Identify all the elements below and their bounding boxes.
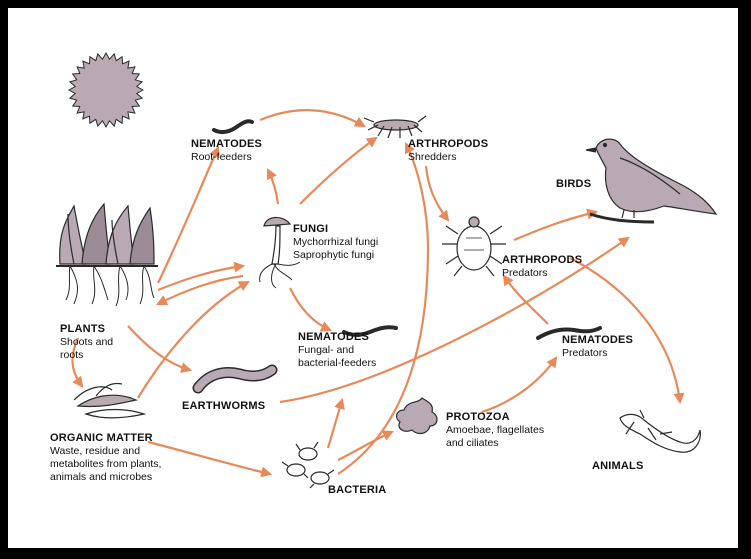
label-title: FUNGI bbox=[293, 223, 378, 236]
arthropod-shredder-icon bbox=[364, 116, 426, 138]
label-subtitle: metabolites from plants, bbox=[50, 458, 161, 471]
label-subtitle: Predators bbox=[562, 347, 633, 360]
label-bacteria: BACTERIA bbox=[328, 484, 386, 497]
label-title: ORGANIC MATTER bbox=[50, 432, 161, 445]
label-title: NEMATODES bbox=[562, 334, 633, 347]
arrow-fungi-to-plants bbox=[158, 276, 243, 304]
arrow-arthropods-shredders-to-arthropods-predators bbox=[426, 166, 448, 220]
label-subtitle: Predators bbox=[502, 267, 582, 280]
sun-icon bbox=[69, 53, 143, 127]
label-birds: BIRDS bbox=[556, 178, 591, 191]
plant-icon bbox=[56, 204, 158, 306]
label-title: NEMATODES bbox=[191, 138, 262, 151]
label-title: BIRDS bbox=[556, 178, 591, 191]
amoeba-icon bbox=[397, 398, 438, 433]
label-animals: ANIMALS bbox=[592, 460, 644, 473]
label-title: NEMATODES bbox=[298, 331, 376, 344]
arrow-fungi-to-nematodes-fungal bbox=[290, 288, 330, 330]
label-title: PROTOZOA bbox=[446, 411, 544, 424]
label-subtitle: animals and microbes bbox=[50, 471, 161, 484]
arrow-plants-to-earthworms bbox=[128, 326, 190, 370]
label-title: ARTHROPODS bbox=[408, 138, 488, 151]
label-subtitle: roots bbox=[60, 349, 113, 362]
label-subtitle: and ciliates bbox=[446, 437, 544, 450]
nematode-root-feeder-icon bbox=[214, 121, 252, 132]
arrow-fungi-to-arthropods-shredders bbox=[300, 138, 376, 204]
label-subtitle: Waste, residue and bbox=[50, 445, 161, 458]
label-title: ARTHROPODS bbox=[502, 254, 582, 267]
arrow-fungi-to-nematodes-root bbox=[268, 170, 278, 204]
label-earthworms: EARTHWORMS bbox=[182, 400, 265, 413]
arrow-bacteria-to-nematodes-fungal bbox=[328, 400, 342, 448]
label-subtitle: Mychorrhizal fungi bbox=[293, 236, 378, 249]
arrow-protozoa-to-nematodes-predators bbox=[482, 358, 556, 412]
arrow-plants-to-nematodes-root bbox=[158, 148, 218, 283]
bacteria-icon bbox=[282, 442, 334, 488]
earthworm-icon bbox=[198, 370, 272, 388]
arrow-nematodes-root-to-arthropods-shredders bbox=[260, 110, 364, 126]
label-title: ANIMALS bbox=[592, 460, 644, 473]
label-subtitle: Saprophytic fungi bbox=[293, 249, 378, 262]
arrow-nematodes-predators-to-arthropods-predators bbox=[504, 276, 548, 324]
arrow-organic-matter-to-bacteria bbox=[148, 442, 270, 474]
bird-icon bbox=[586, 139, 716, 222]
arrow-organic-matter-to-fungi bbox=[138, 282, 248, 398]
label-subtitle: Fungal- and bbox=[298, 344, 376, 357]
lizard-icon bbox=[620, 410, 700, 452]
label-subtitle: Amoebae, flagellates bbox=[446, 424, 544, 437]
leaf-litter-icon bbox=[74, 384, 144, 418]
label-subtitle: Root-feeders bbox=[191, 151, 262, 164]
arthropod-predator-icon bbox=[442, 217, 506, 276]
label-title: BACTERIA bbox=[328, 484, 386, 497]
arrow-arthropods-predators-to-birds bbox=[514, 212, 596, 240]
label-subtitle: Shredders bbox=[408, 151, 488, 164]
arrows-layer bbox=[72, 110, 680, 474]
label-title: EARTHWORMS bbox=[182, 400, 265, 413]
arrow-bacteria-to-protozoa bbox=[338, 432, 392, 460]
label-subtitle: bacterial-feeders bbox=[298, 357, 376, 370]
label-title: PLANTS bbox=[60, 323, 113, 336]
label-subtitle: Shoots and bbox=[60, 336, 113, 349]
